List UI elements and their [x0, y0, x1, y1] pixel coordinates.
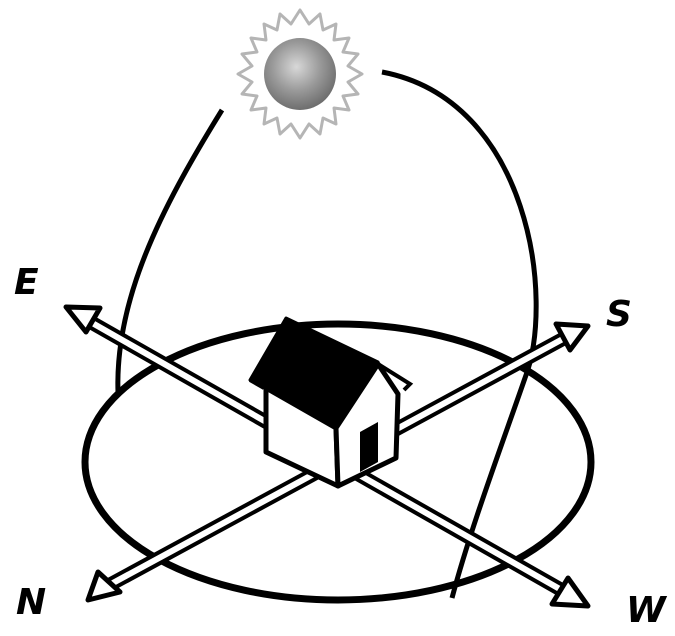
sun-icon	[238, 10, 362, 138]
label-west: W	[626, 590, 668, 631]
house-icon	[250, 318, 410, 486]
label-north: N	[16, 582, 46, 623]
label-east: E	[14, 262, 39, 303]
sun-path-arc-descending	[382, 72, 536, 598]
label-south: S	[606, 294, 632, 335]
